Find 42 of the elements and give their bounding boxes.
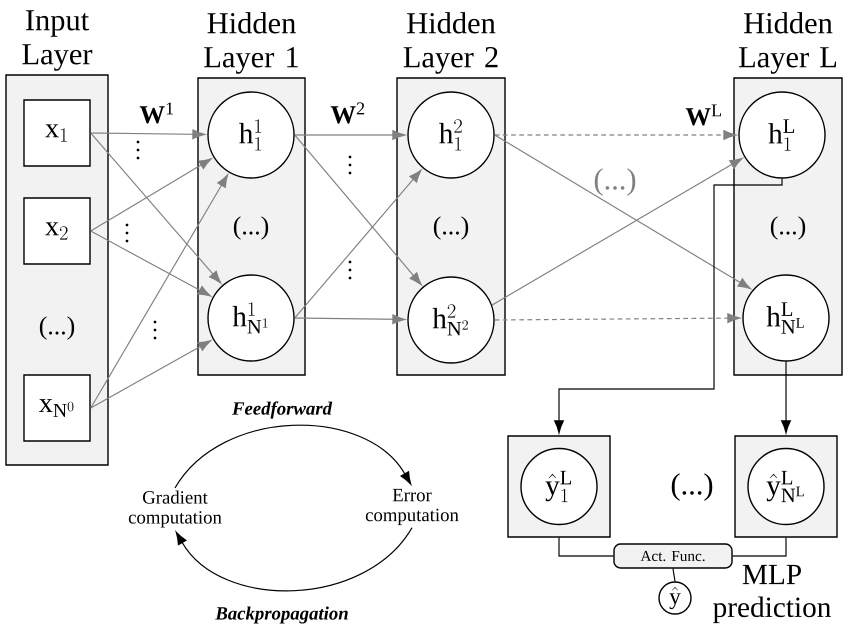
arrow [90, 132, 222, 284]
arrow [294, 134, 422, 286]
ellipsis-text: (...) [434, 216, 468, 240]
layer-title: Hidden Layer 1 [204, 12, 298, 74]
ellipsis-text: (...) [234, 216, 268, 240]
arrow [174, 424, 412, 488]
layer-title: Input Layer [22, 10, 92, 71]
edge-label: Backpropagation [215, 606, 348, 624]
arrow [90, 340, 212, 409]
connector-line [672, 568, 676, 582]
connector-line [558, 538, 614, 557]
arrow [294, 130, 406, 140]
arrow [494, 313, 740, 324]
layer-title: Hidden Layer L [739, 12, 836, 74]
connector-line [732, 538, 787, 557]
arrow [294, 170, 422, 318]
ellipsis-text: (...) [594, 168, 636, 196]
ellipsis-text: (...) [40, 316, 74, 340]
input-box: $\mathrm{x}_{1}$ [23, 99, 91, 167]
weight-label: W$^{L}$ [686, 104, 722, 126]
input-box: $\mathrm{x}_{\mathrm{N}^{0}}$ [23, 374, 91, 442]
arrow [492, 158, 743, 306]
arrow [90, 129, 206, 140]
layer-title: Hidden Layer 2 [404, 12, 498, 74]
step-text: Gradient computation [128, 490, 222, 528]
arrow [176, 527, 412, 592]
edge-label: Feedforward [232, 401, 332, 419]
weight-label: W$^{1}$ [140, 102, 174, 124]
function-box: Act. Func. [613, 543, 733, 569]
arrow [90, 230, 211, 297]
arrow [494, 134, 751, 290]
arrow [90, 158, 212, 232]
arrow [781, 362, 791, 434]
arrow [494, 130, 736, 140]
input-box: $\mathrm{x}_{2}$ [23, 197, 91, 265]
weight-label: W$^{2}$ [330, 102, 364, 124]
step-text: Error computation [366, 488, 459, 526]
arrow [554, 178, 783, 434]
arrow [90, 174, 228, 408]
ellipsis-text: (...) [770, 216, 806, 240]
ellipsis-text: (...) [672, 473, 712, 501]
arrow [294, 314, 406, 324]
